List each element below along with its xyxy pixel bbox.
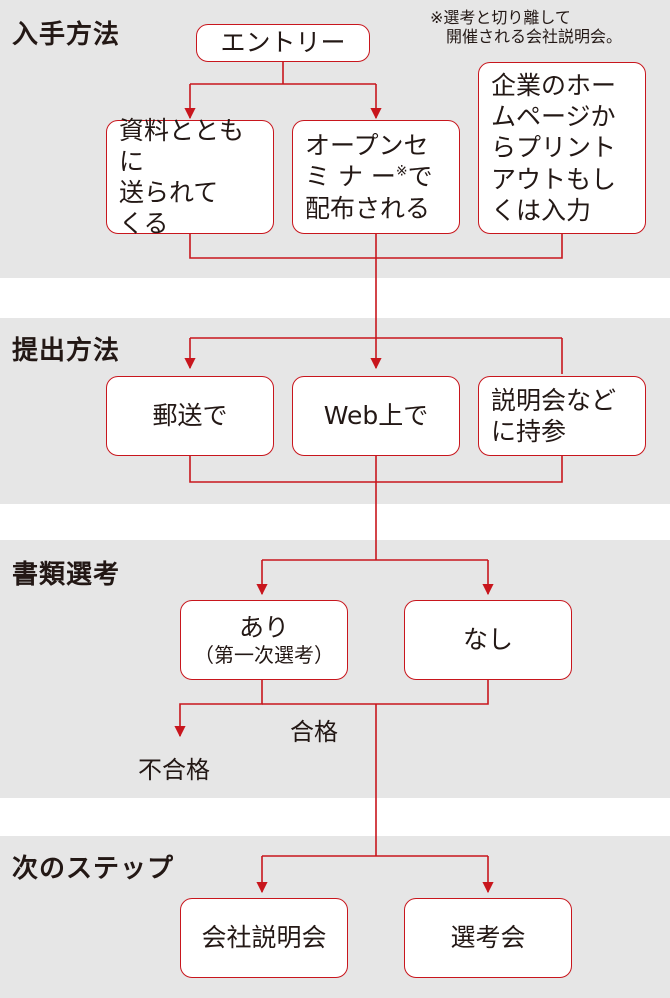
node-homepage-print: 企業のホー ムページか らプリント アウトもし くは入力 xyxy=(478,62,646,234)
section-title-acquire: 入手方法 xyxy=(12,20,121,50)
footnote-mark: ※ xyxy=(395,164,408,181)
section-title-screening: 書類選考 xyxy=(12,560,121,590)
node-open-seminar: オープンセ ミ ナ ー※で 配布される xyxy=(292,120,460,234)
open-seminar-line1: オープンセ ミ ナ ー xyxy=(305,131,429,192)
node-open-seminar-text: オープンセ ミ ナ ー※で 配布される xyxy=(305,130,433,224)
node-screening-no: なし xyxy=(404,600,572,680)
node-selection-meeting: 選考会 xyxy=(404,898,572,978)
node-bring-briefing: 説明会など に持参 xyxy=(478,376,646,456)
section-title-next: 次のステップ xyxy=(12,854,175,884)
open-seminar-line2: で 配布される xyxy=(305,162,433,223)
node-on-web: Web上で xyxy=(292,376,460,456)
label-fail: 不合格 xyxy=(138,756,210,784)
node-company-briefing: 会社説明会 xyxy=(180,898,348,978)
node-screening-yes: あり （第一次選考） xyxy=(180,600,348,680)
screening-yes-label: あり xyxy=(238,612,289,642)
screening-yes-sub: （第一次選考） xyxy=(194,643,334,668)
node-entry: エントリー xyxy=(196,24,370,62)
section-title-submit: 提出方法 xyxy=(12,336,121,366)
node-by-mail: 郵送で xyxy=(106,376,274,456)
node-docs-sent: 資料とともに 送られて くる xyxy=(106,116,274,238)
footnote: ※選考と切り離して 開催される会社説明会。 xyxy=(430,8,623,47)
label-pass: 合格 xyxy=(290,718,338,746)
